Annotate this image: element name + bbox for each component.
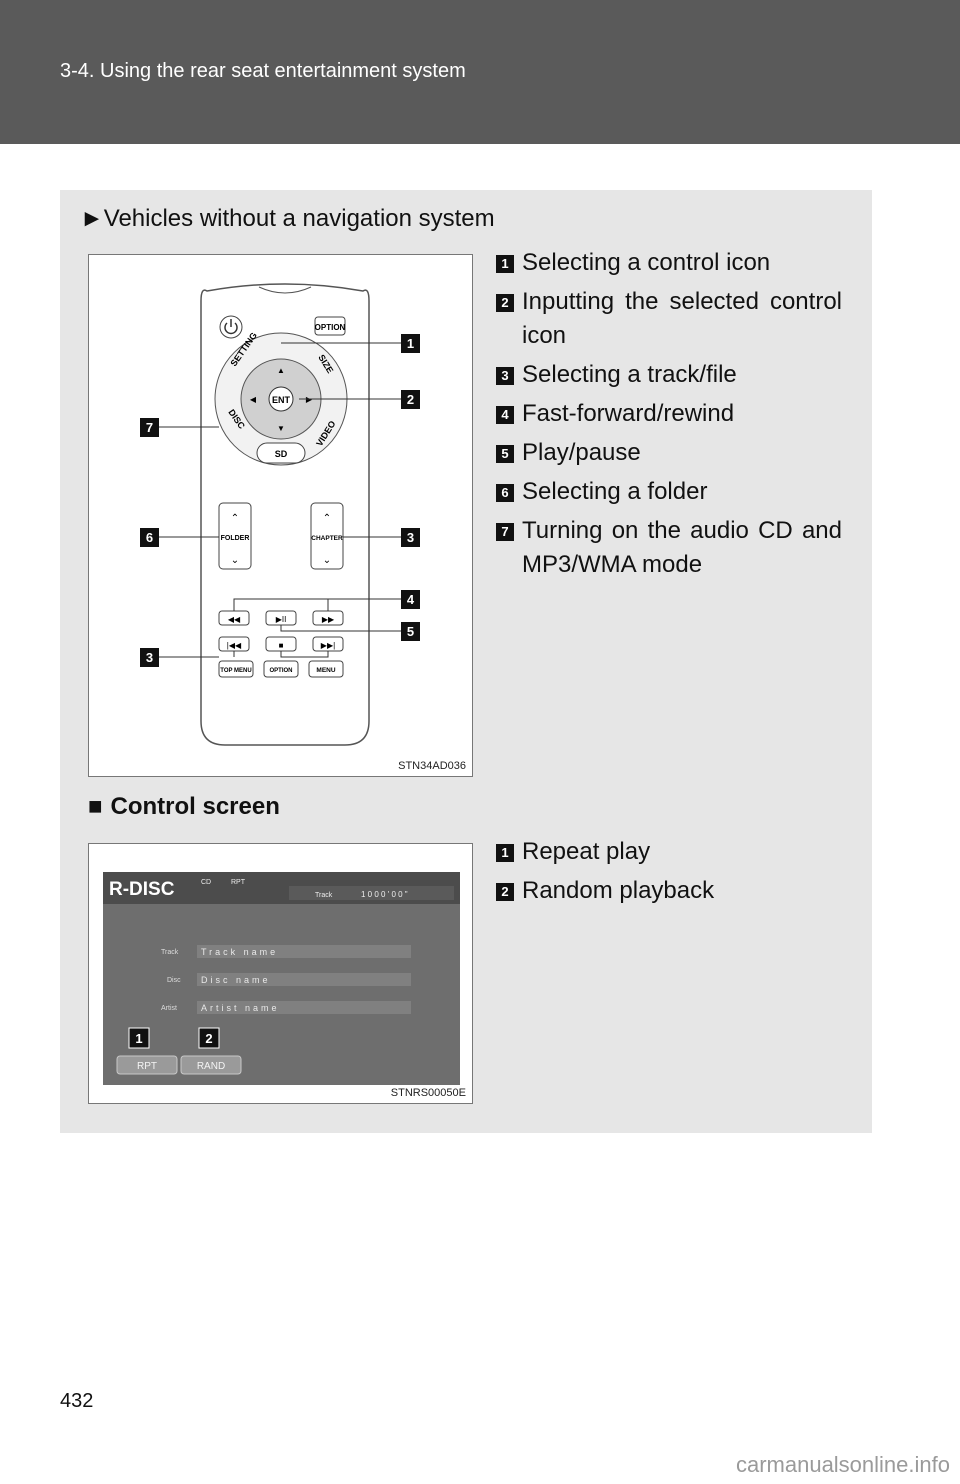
callout-badges: 1 2 7 6 3 4 5 3 <box>140 334 420 667</box>
menu-button <box>308 660 344 678</box>
screen-track-label: Track <box>315 892 333 899</box>
callout-6: 6 <box>146 530 153 545</box>
control-screen-figure: R-DISC CD RPT Track 1 0 0 0 ' 0 0 " Trac… <box>88 843 473 1104</box>
row-label: Disc <box>167 977 181 984</box>
subheading-text: Vehicles without a navigation system <box>103 205 495 232</box>
page-header: 3-4. Using the rear seat entertainment s… <box>0 0 960 144</box>
watermark: carmanualsonline.info <box>735 1452 950 1477</box>
screen-callout-2: 2 <box>205 1031 212 1046</box>
option-top-label: OPTION <box>315 323 346 332</box>
square-bullet-icon: ■ <box>88 793 103 820</box>
svg-text:|◀◀: |◀◀ <box>227 641 242 650</box>
screen-callout-1: 1 <box>135 1031 142 1046</box>
svg-text:▶▶|: ▶▶| <box>321 641 335 650</box>
figure-id: STNRS00050E <box>390 1087 466 1099</box>
svg-text:⌃: ⌃ <box>323 513 331 524</box>
chapter-label: CHAPTER <box>311 535 343 542</box>
control-screen-illustration: R-DISC CD RPT Track 1 0 0 0 ' 0 0 " Trac… <box>103 872 460 1085</box>
svg-text:▶II: ▶II <box>276 615 287 624</box>
subheading: ►Vehicles without a navigation system <box>80 205 495 233</box>
sd-button <box>256 442 306 464</box>
top-menu-label: TOP MENU <box>220 668 251 674</box>
remote-control-figure: OPTION ENT ▲ ▼ ◀ ▶ SETTING SIZE DISC VID… <box>88 254 473 777</box>
option-bottom-button <box>263 660 299 678</box>
callout-7: 7 <box>146 420 153 435</box>
row-value: Artist name <box>201 1003 280 1013</box>
page-number: 432 <box>60 1390 94 1412</box>
menu-label: MENU <box>316 667 335 674</box>
svg-text:⌄: ⌄ <box>231 555 239 566</box>
screen-title: R-DISC <box>109 879 175 900</box>
header-title: 3-4. Using the rear seat entertainment s… <box>60 60 466 82</box>
arrow-down-icon: ▼ <box>277 424 285 433</box>
row-label: Track <box>161 949 179 956</box>
folder-rocker <box>218 502 252 570</box>
svg-text:⌃: ⌃ <box>231 513 239 524</box>
section-title: Control screen <box>110 793 280 820</box>
arrow-up-icon: ▲ <box>277 366 285 375</box>
section-heading: ■ Control screen <box>88 793 280 821</box>
sd-label: SD <box>275 449 288 459</box>
svg-text:◀◀: ◀◀ <box>228 615 241 624</box>
screen-rpt: RPT <box>231 879 246 886</box>
ent-label: ENT <box>272 395 291 405</box>
callout-2: 2 <box>407 392 414 407</box>
option-top-button <box>314 316 346 336</box>
callout-1: 1 <box>407 336 414 351</box>
screen-track-value: 1 0 0 0 ' 0 0 " <box>361 890 408 899</box>
remote-control-illustration: OPTION ENT ▲ ▼ ◀ ▶ SETTING SIZE DISC VID… <box>140 283 420 746</box>
top-menu-button <box>218 660 254 678</box>
svg-text:■: ■ <box>279 641 284 650</box>
svg-text:⌄: ⌄ <box>323 555 331 566</box>
triangle-bullet-icon: ► <box>80 205 104 232</box>
row-value: Track name <box>201 947 278 957</box>
callout-5: 5 <box>407 624 414 639</box>
chapter-rocker <box>310 502 344 570</box>
callout-4: 4 <box>407 592 415 607</box>
rand-label: RAND <box>197 1061 225 1072</box>
rand-button <box>180 1055 242 1075</box>
rpt-button <box>116 1055 178 1075</box>
figure-id: STN34AD036 <box>398 760 466 772</box>
option-bottom-label: OPTION <box>269 668 292 674</box>
power-icon <box>219 315 243 339</box>
rpt-label: RPT <box>137 1061 157 1072</box>
screen-cd: CD <box>201 879 211 886</box>
callout-3-top: 3 <box>407 530 414 545</box>
row-label: Artist <box>161 1005 177 1012</box>
arrow-left-icon: ◀ <box>250 395 257 404</box>
svg-text:▶▶: ▶▶ <box>322 615 335 624</box>
row-value: Disc name <box>201 975 271 985</box>
folder-label: FOLDER <box>221 535 250 542</box>
callout-3-bottom: 3 <box>146 650 153 665</box>
